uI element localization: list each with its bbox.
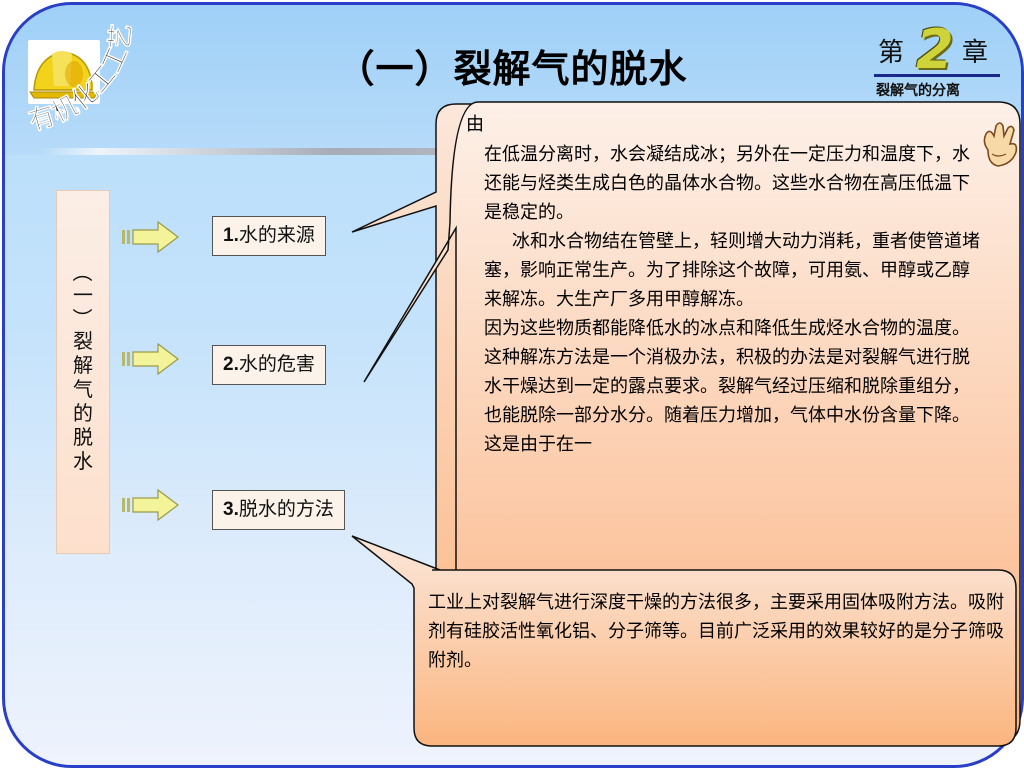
- chapter-suffix: 章: [962, 38, 989, 68]
- slide-title: （一）裂解气的脱水: [336, 47, 688, 91]
- topic-number: 3.: [223, 499, 239, 520]
- sidebar-title-char: 裂: [73, 329, 93, 353]
- sidebar-title-char: 水: [73, 449, 93, 473]
- topic-number: 1.: [223, 225, 239, 246]
- sidebar-title-char: 一: [73, 283, 93, 307]
- topic-label: 脱水的方法: [238, 499, 334, 520]
- pointing-hand-icon: [983, 122, 1018, 167]
- topic-water-source[interactable]: 1.水的来源: [212, 216, 326, 256]
- callout-hazard-paragraph: 冰和水合物结在管壁上，轻则增大动力消耗，重者使管道堵塞，影响正常生产。为了排除这…: [484, 231, 980, 310]
- sidebar-title-char: 脱: [73, 425, 93, 449]
- chapter-number: 2: [916, 18, 954, 81]
- topic-number: 2.: [223, 354, 239, 375]
- sidebar-title: （一）裂解气的脱水: [57, 261, 109, 473]
- sidebar-title-char: 解: [73, 353, 93, 377]
- sidebar-title-char: 的: [73, 401, 93, 425]
- sidebar-title-panel: （一）裂解气的脱水: [56, 190, 110, 554]
- callout-water-source-text: 由: [466, 114, 484, 135]
- logo-arc-text: 有机化工工艺: [25, 23, 137, 138]
- topic-dehydration-method[interactable]: 3.脱水的方法: [212, 490, 345, 530]
- chapter-prefix: 第: [878, 38, 905, 68]
- callout-dehydration-method: [351, 535, 1017, 747]
- callout-method-text: 工业上对裂解气进行深度干燥的方法很多，主要采用固体吸附方法。吸附剂有硅胶活性氧化…: [428, 592, 1004, 671]
- arrow-right-icon: [122, 488, 179, 522]
- callout-hazard-body: 在低温分离时，水会凝结成冰；另外在一定压力和温度下，水还能与烃类生成白色的晶体水…: [484, 140, 984, 568]
- chapter-badge: 第 2 章 裂解气的分离: [872, 18, 1000, 102]
- arrow-right-icon: [122, 342, 179, 376]
- arrow-right-icon: [122, 220, 179, 254]
- callout-hazard-paragraph: 因为这些物质都能降低水的冰点和降低生成烃水合物的温度。这种解冻方法是一个消极办法…: [484, 318, 970, 455]
- hardhat-logo-icon: [28, 40, 100, 104]
- topic-label: 水的来源: [238, 225, 315, 246]
- callout-hazard-paragraph: 在低温分离时，水会凝结成冰；另外在一定压力和温度下，水还能与烃类生成白色的晶体水…: [484, 144, 970, 223]
- topic-label: 水的危害: [238, 354, 315, 375]
- chapter-subtitle: 裂解气的分离: [876, 83, 960, 99]
- sidebar-title-char: 气: [73, 377, 93, 401]
- chapter-underline: [874, 74, 1000, 77]
- topic-water-hazard[interactable]: 2.水的危害: [212, 345, 326, 385]
